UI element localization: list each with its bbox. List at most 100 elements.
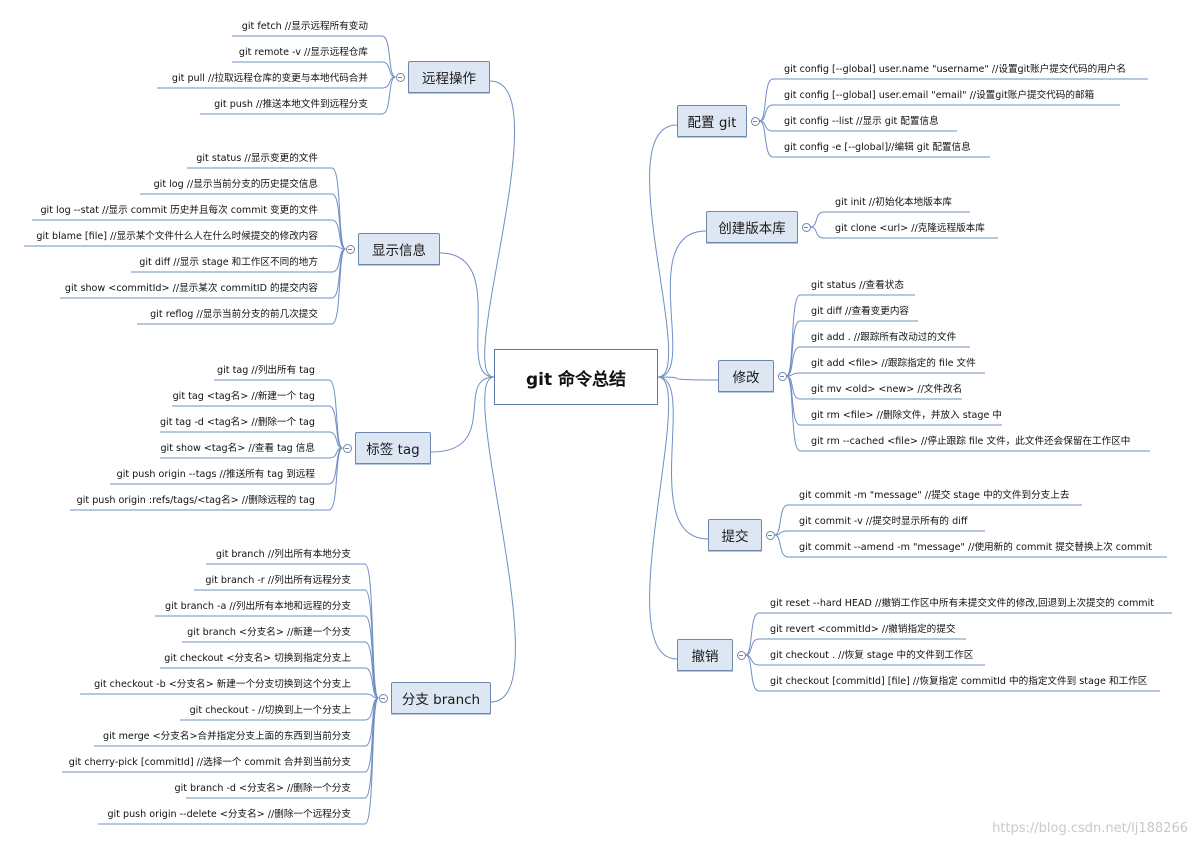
- leaf-command[interactable]: git reflog //显示当前分支的前几次提交: [150, 309, 318, 320]
- connector-line: [484, 376, 516, 703]
- leaf-command[interactable]: git config -e [--global]//编辑 git 配置信息: [784, 142, 971, 153]
- right-branch-node[interactable]: 提交: [708, 519, 762, 551]
- leaf-command[interactable]: git push //推送本地文件到远程分支: [214, 99, 368, 110]
- connector-line: [484, 80, 515, 378]
- leaf-command[interactable]: git rm <file> //删除文件，并放入 stage 中: [811, 410, 1003, 421]
- leaf-command[interactable]: git remote -v //显示远程仓库: [238, 47, 368, 58]
- collapse-toggle[interactable]: [777, 371, 787, 381]
- connector-line: [160, 431, 343, 449]
- connector-line: [810, 226, 998, 239]
- leaf-command[interactable]: git cherry-pick [commitId] //选择一个 commit…: [68, 757, 351, 768]
- leaf-command[interactable]: git push origin --tags //推送所有 tag 到远程: [116, 469, 315, 480]
- leaf-command[interactable]: git show <commitId> //显示某次 commitID 的提交内…: [64, 283, 318, 294]
- left-branch-node[interactable]: 标签 tag: [355, 432, 431, 464]
- connector-line: [200, 76, 396, 115]
- connector-line: [657, 230, 707, 378]
- connector-line: [32, 219, 346, 250]
- connector-line: [774, 530, 985, 536]
- leaf-command[interactable]: git init //初始化本地版本库: [835, 197, 953, 208]
- connector-line: [160, 667, 379, 699]
- connector-line: [786, 375, 1150, 452]
- leaf-command[interactable]: git push origin --delete <分支名> //删除一个远程分…: [107, 809, 351, 820]
- left-branch-node[interactable]: 远程操作: [408, 61, 490, 93]
- leaf-command[interactable]: git reset --hard HEAD //撤销工作区中所有未提交文件的修改…: [770, 598, 1155, 609]
- right-branch-node[interactable]: 创建版本库: [706, 211, 798, 243]
- leaf-command[interactable]: git log //显示当前分支的历史提交信息: [153, 179, 318, 190]
- leaf-command[interactable]: git mv <old> <new> //文件改名: [811, 384, 963, 395]
- collapse-toggle[interactable]: [345, 244, 355, 254]
- left-branch-node[interactable]: 分支 branch: [391, 682, 491, 714]
- connector-line: [232, 61, 396, 78]
- connector-line: [657, 376, 719, 381]
- right-branch-node[interactable]: 撤销: [677, 639, 733, 671]
- branch-label: 显示信息: [372, 243, 426, 259]
- collapse-toggle[interactable]: [765, 530, 775, 540]
- leaf-command[interactable]: git tag -d <tag名> //删除一个 tag: [159, 417, 315, 428]
- leaf-command[interactable]: git checkout <分支名> 切换到指定分支上: [164, 653, 351, 664]
- connector-line: [759, 78, 1148, 122]
- collapse-toggle[interactable]: [342, 443, 352, 453]
- root-node[interactable]: git 命令总结: [494, 349, 658, 405]
- leaf-command[interactable]: git rm --cached <file> //停止跟踪 file 文件，此文…: [811, 436, 1131, 447]
- leaf-command[interactable]: git branch -a //列出所有本地和远程的分支: [165, 601, 351, 612]
- leaf-command[interactable]: git tag //列出所有 tag: [217, 365, 315, 376]
- leaf-command[interactable]: git checkout -b <分支名> 新建一个分支切换到这个分支上: [94, 679, 351, 690]
- connector-line: [774, 504, 1082, 536]
- leaf-command[interactable]: git checkout - //切换到上一个分支上: [189, 705, 351, 716]
- connector-line: [649, 376, 678, 660]
- branch-label: 分支 branch: [401, 692, 481, 708]
- connector-line: [439, 252, 495, 378]
- leaf-command[interactable]: git merge <分支名>合并指定分支上面的东西到当前分支: [103, 731, 351, 742]
- connector-line: [786, 346, 970, 377]
- connector-line: [657, 376, 709, 540]
- leaf-command[interactable]: git revert <commitId> //撤销指定的提交: [770, 624, 956, 635]
- leaf-command[interactable]: git branch -d <分支名> //删除一个分支: [174, 783, 351, 794]
- connector-line: [232, 35, 396, 78]
- leaf-command[interactable]: git commit -v //提交时显示所有的 diff: [799, 516, 968, 527]
- leaf-command[interactable]: git show <tag名> //查看 tag 信息: [160, 443, 315, 454]
- leaf-command[interactable]: git add <file> //跟踪指定的 file 文件: [811, 358, 976, 369]
- leaf-command[interactable]: git checkout [commitId] [file] //恢复指定 co…: [770, 676, 1148, 687]
- leaf-command[interactable]: git branch //列出所有本地分支: [215, 549, 351, 560]
- branch-label: 创建版本库: [718, 221, 786, 237]
- branch-label: 标签 tag: [366, 442, 420, 458]
- collapse-toggle[interactable]: [801, 222, 811, 232]
- leaf-command[interactable]: git config --list //显示 git 配置信息: [784, 116, 939, 127]
- leaf-command[interactable]: git pull //拉取远程仓库的变更与本地代码合并: [171, 73, 368, 84]
- right-branch-node[interactable]: 修改: [718, 360, 774, 392]
- connector-line: [774, 534, 1167, 558]
- leaf-command[interactable]: git status //查看状态: [811, 280, 904, 291]
- leaf-command[interactable]: git branch -r //列出所有远程分支: [205, 575, 351, 586]
- leaf-command[interactable]: git status //显示变更的文件: [196, 153, 318, 164]
- leaf-command[interactable]: git config [--global] user.email "email"…: [784, 90, 1095, 101]
- leaf-command[interactable]: git tag <tag名> //新建一个 tag: [172, 391, 315, 402]
- connector-line: [70, 447, 343, 511]
- leaf-command[interactable]: git blame [file] //显示某个文件什么人在什么时候提交的修改内容: [36, 231, 318, 242]
- leaf-command[interactable]: git log --stat //显示 commit 历史并且每次 commit…: [40, 205, 318, 216]
- branch-label: 配置 git: [687, 115, 737, 131]
- connector-line: [745, 612, 1172, 656]
- branch-label: 修改: [732, 370, 760, 386]
- collapse-toggle[interactable]: [736, 650, 746, 660]
- branch-label: 远程操作: [422, 71, 476, 87]
- left-branch-node[interactable]: 显示信息: [358, 233, 440, 265]
- collapse-toggle[interactable]: [378, 693, 388, 703]
- leaf-command[interactable]: git add . //跟踪所有改动过的文件: [811, 332, 957, 343]
- leaf-command[interactable]: git fetch //显示远程所有变动: [241, 21, 368, 32]
- connector-line: [24, 245, 346, 250]
- collapse-toggle[interactable]: [395, 72, 405, 82]
- leaf-command[interactable]: git config [--global] user.name "usernam…: [784, 64, 1126, 75]
- collapse-toggle[interactable]: [750, 116, 760, 126]
- leaf-command[interactable]: git clone <url> //克隆远程版本库: [835, 223, 985, 234]
- right-branch-node[interactable]: 配置 git: [677, 105, 747, 137]
- leaf-command[interactable]: git checkout . //恢复 stage 中的文件到工作区: [770, 650, 974, 661]
- leaf-command[interactable]: git branch <分支名> //新建一个分支: [187, 627, 351, 638]
- leaf-command[interactable]: git diff //显示 stage 和工作区不同的地方: [139, 257, 318, 268]
- leaf-command[interactable]: git commit -m "message" //提交 stage 中的文件到…: [799, 490, 1070, 501]
- leaf-command[interactable]: git push origin :refs/tags/<tag名> //删除远程…: [76, 495, 315, 506]
- leaf-command[interactable]: git commit --amend -m "message" //使用新的 c…: [799, 542, 1153, 553]
- leaf-command[interactable]: git diff //查看变更内容: [811, 306, 910, 317]
- connector-line: [745, 654, 1160, 692]
- connector-line: [759, 104, 1120, 122]
